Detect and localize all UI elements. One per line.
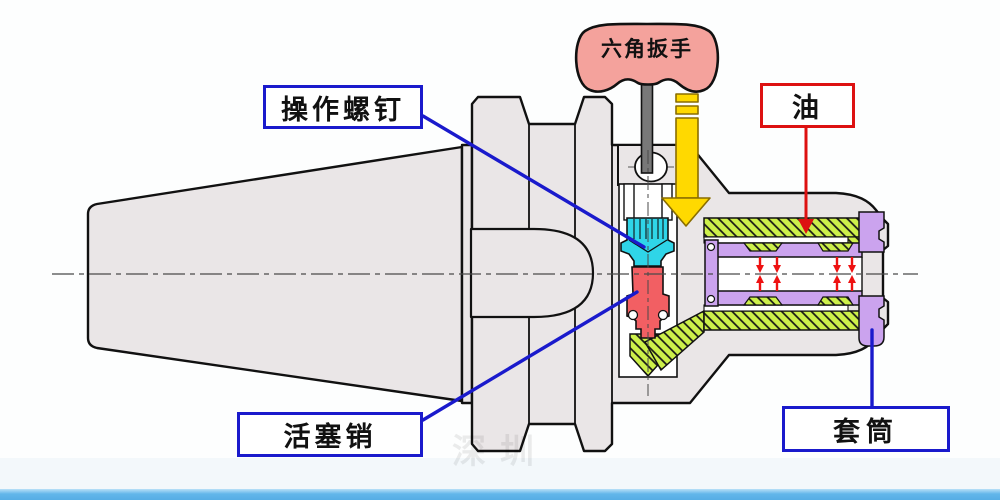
push-arrow-dash1	[675, 93, 699, 103]
pad-bottom-1	[742, 296, 784, 306]
leader-lines	[421, 114, 874, 422]
oil-slot-bottom	[703, 304, 849, 312]
centerlines	[52, 150, 918, 396]
bore-end-bump	[469, 227, 595, 319]
sleeve-cap-bottom-right	[858, 295, 885, 347]
leader-piston-pin	[421, 290, 639, 422]
oil-slot-top	[703, 236, 849, 244]
bore-wall-left	[623, 183, 635, 221]
screw-funnel	[628, 239, 668, 253]
sleeve-left-cap	[704, 239, 719, 307]
hex-wrench	[574, 22, 720, 174]
wrench-handle	[574, 22, 720, 93]
pad-top-1	[742, 242, 784, 252]
push-arrow	[661, 93, 711, 227]
oil-feed-diagonal	[643, 309, 705, 372]
oil-gallery-top	[703, 217, 863, 238]
watermark-text: 深圳	[452, 434, 548, 471]
oil-label: 油	[792, 93, 823, 123]
piston-pin-label: 活塞销	[283, 422, 377, 452]
screw-knurl	[633, 219, 664, 239]
sleeve-label: 套筒	[833, 416, 899, 447]
oring-bottom	[706, 294, 716, 304]
pressure-arrows-bottom	[756, 275, 856, 291]
pad-bottom-2	[816, 296, 855, 306]
pad-top-2	[816, 242, 855, 252]
footer-strip	[0, 458, 1000, 489]
push-arrow-body	[675, 117, 699, 199]
sleeve-cap-top-right	[858, 211, 885, 253]
piston-hole-left	[627, 309, 639, 321]
oring-top	[706, 242, 716, 252]
pressure-arrows	[756, 257, 856, 291]
pressure-arrows-top	[756, 257, 856, 273]
oil-label-box: 油	[760, 83, 855, 128]
piston-pin	[626, 266, 670, 339]
piston-hole-right	[657, 309, 669, 321]
piston-body	[626, 266, 670, 339]
sleeve-label-box: 套筒	[782, 406, 950, 452]
push-arrow-head	[661, 197, 711, 227]
oil-gallery-bottom	[703, 310, 863, 331]
hex-wrench-label: 六角扳手	[601, 37, 693, 61]
oil-system	[629, 211, 885, 378]
operation-screw-label-box: 操作螺钉	[263, 85, 423, 129]
piston-pin-label-box: 活塞销	[237, 412, 423, 457]
push-arrow-dash2	[675, 105, 699, 115]
leader-oil-head	[798, 219, 814, 234]
operation-screw-label: 操作螺钉	[281, 94, 405, 125]
bottom-bar	[0, 489, 1000, 500]
leader-operation-screw	[421, 114, 646, 249]
